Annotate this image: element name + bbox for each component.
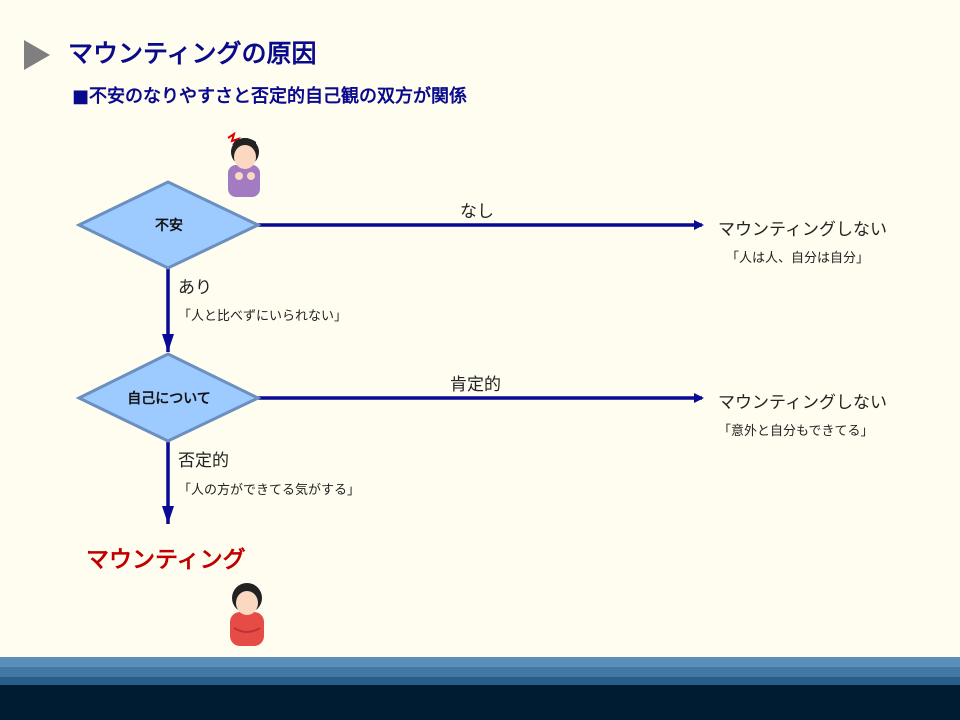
footer-band-3 [0,677,960,685]
branch-label-yes: あり [178,278,212,298]
title-triangle-icon [24,40,50,70]
outcome-no-mounting-2: マウンティングしない [718,393,887,413]
smug-woman-illustration [230,583,264,646]
branch-label-positive: 肯定的 [450,375,501,395]
branch-label-negative: 否定的 [178,451,229,471]
worried-woman-illustration [227,131,260,197]
quote-cannot-stop-comparing: 「人と比べずにいられない」 [178,309,348,324]
outcome-no-mounting-1: マウンティングしない [718,220,887,240]
result-mounting: マウンティング [86,547,246,573]
quote-others-better: 「人の方ができてる気がする」 [178,483,361,498]
decision-diamond-anxiety [75,180,262,270]
arrowhead-down-2 [162,506,174,524]
page-title: マウンティングの原因 [68,39,317,68]
branch-label-none: なし [460,202,494,222]
arrowhead-down-1 [162,334,174,352]
decision-diamond-self [75,352,262,443]
footer-band-1 [0,657,960,667]
footer-band-4 [0,685,960,720]
quote-i-can-do-it: 「意外と自分もできてる」 [718,424,874,439]
footer-band-2 [0,667,960,677]
quote-others-are-others: 「人は人、自分は自分」 [726,251,870,266]
decision-self-label: 自己について [127,391,211,407]
decision-anxiety-label: 不安 [155,218,183,234]
page-subtitle: ■不安のなりやすさと否定的自己観の双方が関係 [72,86,468,107]
